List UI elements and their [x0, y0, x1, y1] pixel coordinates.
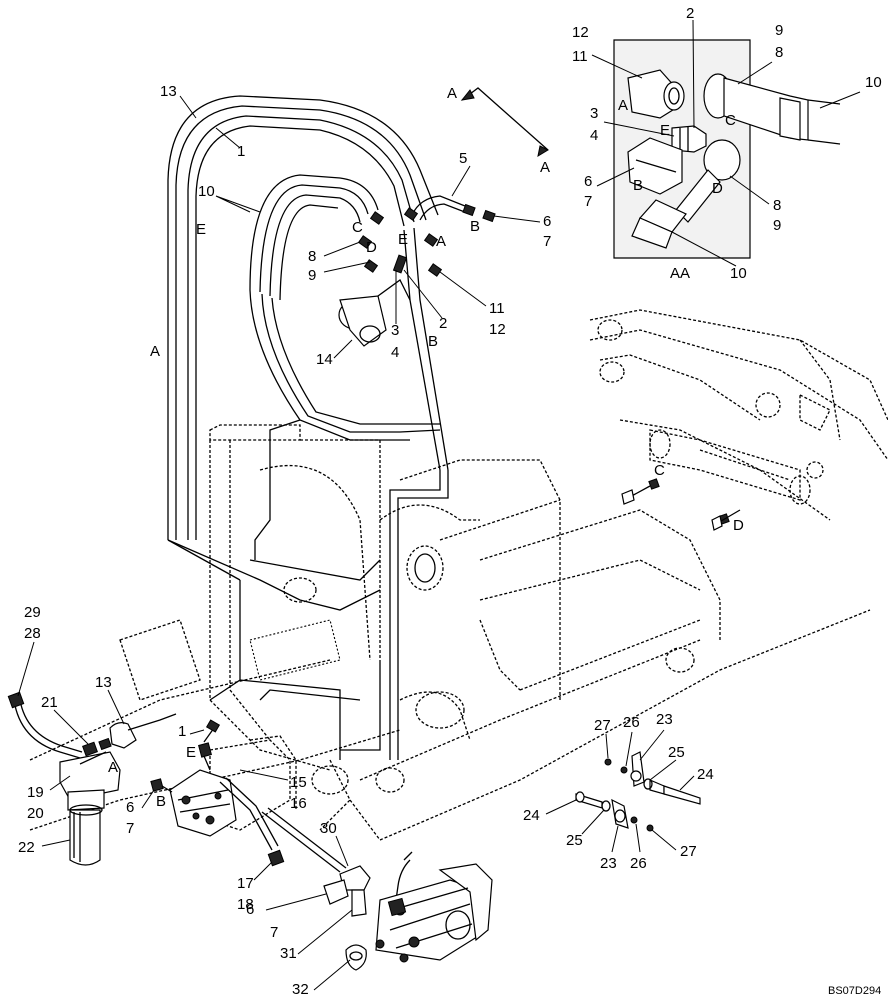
callout-4-top: 4	[391, 344, 399, 361]
callout-6-top: 6	[543, 213, 551, 230]
callout-12-top: 12	[489, 321, 506, 338]
callout-26-top: 26	[623, 714, 640, 731]
inset-label-e: E	[660, 122, 670, 139]
inset-label-c: C	[725, 112, 736, 129]
callout-17: 17	[237, 875, 254, 892]
callout-8-inset-bottom: 8	[773, 197, 781, 214]
pressure-lines	[167, 419, 449, 760]
hose-label-b: B	[470, 218, 480, 235]
callouts-top: 13 1 10 5 6 7 8 9 11 12 2 3 4 14	[160, 83, 551, 368]
callout-27-bottom: 27	[680, 843, 697, 860]
inset-label-b: B	[633, 177, 643, 194]
callout-23-top: 23	[656, 711, 673, 728]
callout-29: 29	[24, 604, 41, 621]
section-arrow-a: A A	[447, 85, 550, 176]
hose-label-c: C	[352, 219, 363, 236]
callout-11-top: 11	[489, 300, 505, 317]
motor-label-b: B	[156, 793, 166, 810]
inset-detail-aa: A C E B D AA 12 11 2 9 8 10 3 4 6 7 8 9 …	[572, 5, 882, 282]
callout-26-bottom: 26	[630, 855, 647, 872]
valve-14	[338, 279, 411, 347]
callout-1-top: 1	[237, 143, 245, 160]
callout-6-pump: 6	[246, 901, 254, 918]
callout-1-lower: 1	[178, 723, 186, 740]
callout-7-pump: 7	[270, 924, 278, 941]
inset-fitting-b	[627, 137, 683, 195]
callout-24-bottom: 24	[523, 807, 540, 824]
callout-2-inset: 2	[686, 5, 694, 22]
callout-21: 21	[41, 694, 58, 711]
callout-32: 32	[292, 981, 309, 998]
inset-title-aa: AA	[670, 265, 690, 282]
callout-6-inset: 6	[584, 173, 592, 190]
bracket-hardware	[575, 751, 701, 832]
callout-8-top: 8	[308, 248, 316, 265]
inset-fitting-a	[627, 69, 685, 119]
callout-19: 19	[27, 784, 44, 801]
callout-18: 18	[237, 896, 254, 913]
machine-frame: C D	[29, 309, 888, 841]
callout-25-top: 25	[668, 744, 685, 761]
hose-label-e-left: E	[196, 221, 206, 238]
callouts-left: 29 28 21 13 19 20 22 1	[17, 604, 205, 856]
callout-28: 28	[24, 625, 41, 642]
section-label-a-bottom: A	[540, 159, 550, 176]
callout-6-motor: 6	[126, 799, 134, 816]
hose-label-d: D	[366, 239, 377, 256]
hose-label-c-cylinder: C	[654, 462, 665, 479]
hose-label-a: A	[436, 233, 446, 250]
callout-31: 31	[280, 945, 297, 962]
callout-20: 20	[27, 805, 44, 822]
callout-11-inset: 11	[572, 48, 588, 65]
filter-label-a: A	[108, 759, 118, 776]
callout-16: 16	[290, 795, 307, 812]
motor-assembly: E B	[150, 719, 297, 867]
callout-10-inset-bottom: 10	[730, 265, 747, 282]
callout-27-top: 27	[594, 717, 611, 734]
callout-5: 5	[459, 150, 467, 167]
callout-3-inset: 3	[590, 105, 598, 122]
filter-assembly: A	[7, 691, 177, 866]
callout-8-inset-top: 8	[775, 44, 783, 61]
callout-7-top: 7	[543, 233, 551, 250]
hose-label-b-lower: B	[428, 333, 438, 350]
drawing-reference: BS07D294	[828, 985, 881, 997]
inset-label-a: A	[618, 97, 628, 114]
callouts-pump: 30 6 7 31 32	[246, 820, 353, 998]
callout-25-bottom: 25	[566, 832, 583, 849]
callouts-motor: 15 16 6 7 17 18	[126, 769, 307, 913]
callout-24-top: 24	[697, 766, 714, 783]
callout-15: 15	[290, 774, 307, 791]
inset-label-d: D	[712, 180, 723, 197]
callout-13-top: 13	[160, 83, 177, 100]
section-label-a-top: A	[447, 85, 457, 102]
callout-9-inset-top: 9	[775, 22, 783, 39]
callout-7-inset: 7	[584, 193, 592, 210]
callout-2-top: 2	[439, 315, 447, 332]
inset-fitting-c	[703, 73, 841, 145]
inset-fitting-d	[631, 139, 741, 249]
pump-assembly	[261, 807, 493, 971]
callout-9-inset-bottom: 9	[773, 217, 781, 234]
callout-30: 30	[320, 820, 337, 837]
callout-7-motor: 7	[126, 820, 134, 837]
hose-label-e: E	[398, 231, 408, 248]
motor-label-e: E	[186, 744, 196, 761]
callout-4-inset: 4	[590, 127, 598, 144]
callout-10-main: 10	[198, 183, 215, 200]
hose-label-d-cylinder: D	[733, 517, 744, 534]
callout-3-top: 3	[391, 322, 399, 339]
callout-9-top: 9	[308, 267, 316, 284]
callout-13-left: 13	[95, 674, 112, 691]
hose-label-a-left: A	[150, 343, 160, 360]
callout-23-bottom: 23	[600, 855, 617, 872]
hose-bundle: E A C D E A B B	[150, 95, 496, 581]
callout-12-inset: 12	[572, 24, 589, 41]
callout-22: 22	[18, 839, 35, 856]
callout-10-inset-top: 10	[865, 74, 882, 91]
callout-14: 14	[316, 351, 333, 368]
callouts-brackets: 27 26 23 25 24 24 25 23 26 27	[523, 711, 714, 872]
